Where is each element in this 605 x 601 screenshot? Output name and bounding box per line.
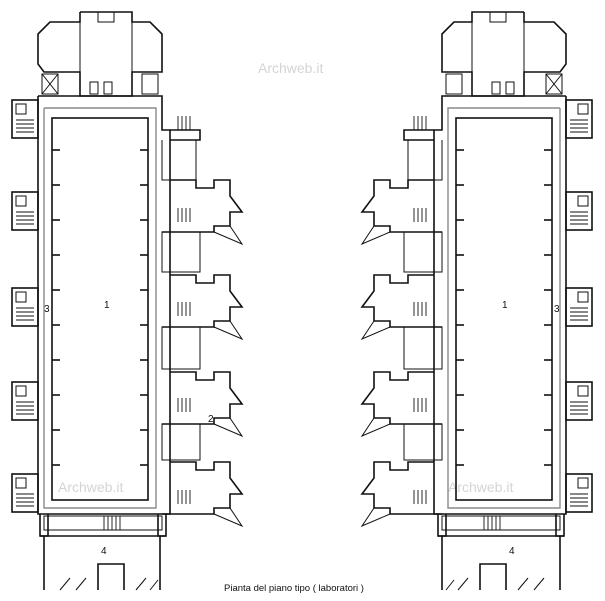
stair-pods-outer xyxy=(11,99,39,513)
label-entrance: 4 xyxy=(101,546,107,557)
left-wing: 1 3 2 4 xyxy=(11,11,244,591)
label-hall: 1 xyxy=(104,300,110,311)
label-entrance: 4 xyxy=(509,546,515,557)
top-tower xyxy=(37,11,163,97)
label-units: 2 xyxy=(208,414,214,425)
lab-units xyxy=(360,116,443,528)
hall-columns xyxy=(456,149,552,466)
label-corridor: 3 xyxy=(554,304,560,315)
entrance-block xyxy=(437,514,565,591)
top-tower xyxy=(441,11,567,97)
stair-pods-outer xyxy=(565,99,593,513)
watermark-bottom-left: Archweb.it xyxy=(58,479,123,495)
lab-units xyxy=(161,116,244,528)
building-outline xyxy=(433,95,567,515)
main-hall xyxy=(51,117,149,501)
watermark-bottom-right: Archweb.it xyxy=(448,479,513,495)
watermark-top: Archweb.it xyxy=(258,60,323,76)
drawing-caption: Pianta del piano tipo ( laboratori ) xyxy=(224,583,364,594)
label-corridor: 3 xyxy=(44,304,50,315)
corridor-ring xyxy=(43,107,157,509)
entrance-block xyxy=(39,514,167,591)
main-hall xyxy=(455,117,553,501)
label-hall: 1 xyxy=(502,300,508,311)
right-wing: 1 3 4 xyxy=(360,11,593,591)
hall-columns xyxy=(52,149,148,466)
corridor-ring xyxy=(447,107,561,509)
